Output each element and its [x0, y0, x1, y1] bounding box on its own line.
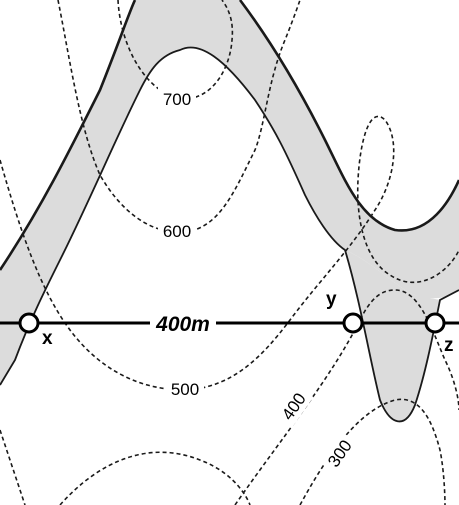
contour-label-300-bg — [319, 431, 360, 476]
contour-label-500: 500 — [171, 380, 199, 399]
contour-label-400-bg — [273, 384, 314, 429]
outcrop-inner-edge — [0, 46, 459, 423]
contour-line-400 — [59, 289, 459, 505]
contour-line-600 — [57, 0, 301, 233]
contour-label-600-bg — [158, 219, 196, 243]
contour-line-300 — [299, 398, 446, 505]
point-x-marker — [18, 312, 40, 334]
section-line-label: 400m — [155, 313, 210, 336]
outcrop-band-upper — [0, 0, 459, 385]
contour-line-700 — [117, 0, 234, 100]
contour-label-700-bg — [158, 87, 196, 111]
outcrop-top-edge — [0, 0, 137, 271]
point-y-label: y — [326, 289, 337, 310]
contour-line-500 — [0, 115, 459, 391]
point-z-label: z — [444, 335, 454, 356]
contour-label-700: 700 — [163, 90, 191, 109]
contour-label-500-bg — [166, 377, 204, 401]
contour-label-600: 600 — [163, 222, 191, 241]
point-z-marker — [424, 312, 446, 334]
outcrop-right-edge — [238, 0, 459, 232]
section-line-label-bg — [150, 309, 216, 337]
contour-line-left — [0, 429, 26, 505]
outcrop-band-lower — [345, 250, 440, 422]
point-x-label: x — [42, 328, 53, 349]
point-y-marker — [342, 312, 364, 334]
